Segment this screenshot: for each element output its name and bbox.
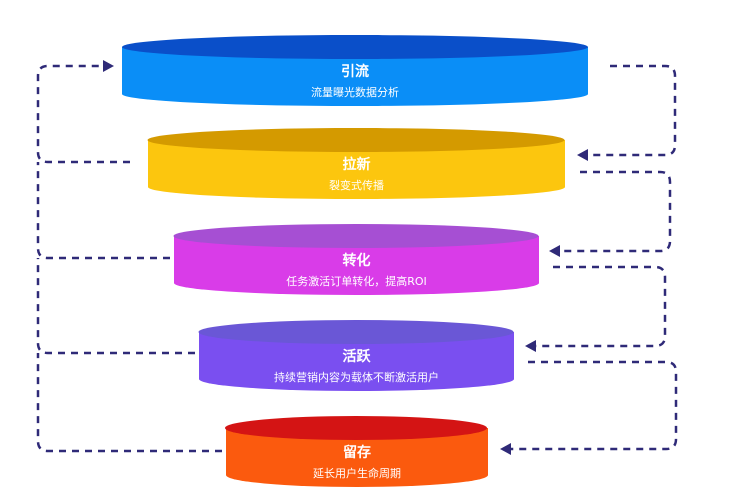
stage-body-convert — [174, 236, 539, 295]
stage-body-traffic — [122, 47, 588, 106]
right-loop-active — [511, 360, 678, 451]
stage-top-retain — [225, 416, 487, 440]
stage-desc-traffic: 流量曝光数据分析 — [311, 86, 399, 99]
arrowhead-acquire — [577, 149, 588, 161]
arrowhead-retain — [500, 443, 511, 455]
funnel-stages — [122, 35, 588, 487]
stage-title-retain: 留存 — [343, 445, 371, 461]
stage-title-acquire: 拉新 — [342, 157, 371, 173]
stage-title-convert: 转化 — [342, 253, 371, 269]
left-loop-convert — [36, 162, 170, 260]
stage-top-convert — [173, 224, 539, 248]
stage-body-active — [199, 332, 514, 392]
arrowhead-active — [525, 340, 536, 352]
right-loop-acquire — [560, 170, 672, 253]
funnel-stage-acquire — [147, 128, 565, 199]
funnel-stage-retain — [225, 416, 488, 487]
stage-body-retain — [226, 428, 488, 487]
stage-desc-retain: 延长用户生命周期 — [313, 467, 401, 480]
arrowhead-convert — [549, 245, 560, 257]
left-loop-active — [36, 258, 195, 355]
funnel-stage-convert — [173, 224, 539, 295]
stage-body-acquire — [148, 140, 565, 199]
stage-title-traffic: 引流 — [341, 64, 369, 80]
feedback-arrows — [36, 60, 678, 455]
stage-desc-convert: 任务激活订单转化，提高ROI — [286, 275, 427, 288]
stage-top-acquire — [147, 128, 565, 152]
stage-top-traffic — [122, 35, 588, 59]
stage-desc-acquire: 裂变式传播 — [329, 179, 384, 192]
stage-top-active — [198, 320, 514, 344]
stage-title-active: 活跃 — [342, 349, 371, 365]
stage-desc-active: 持续营销内容为载体不断激活用户 — [274, 371, 439, 384]
left-loop-acquire — [36, 64, 130, 164]
right-loop-convert — [536, 265, 667, 348]
left-loop-retain — [36, 353, 222, 453]
arrowhead-traffic — [103, 60, 114, 72]
right-loop-traffic — [588, 64, 677, 157]
funnel-stage-traffic — [122, 35, 588, 106]
funnel-stage-active — [198, 320, 514, 392]
